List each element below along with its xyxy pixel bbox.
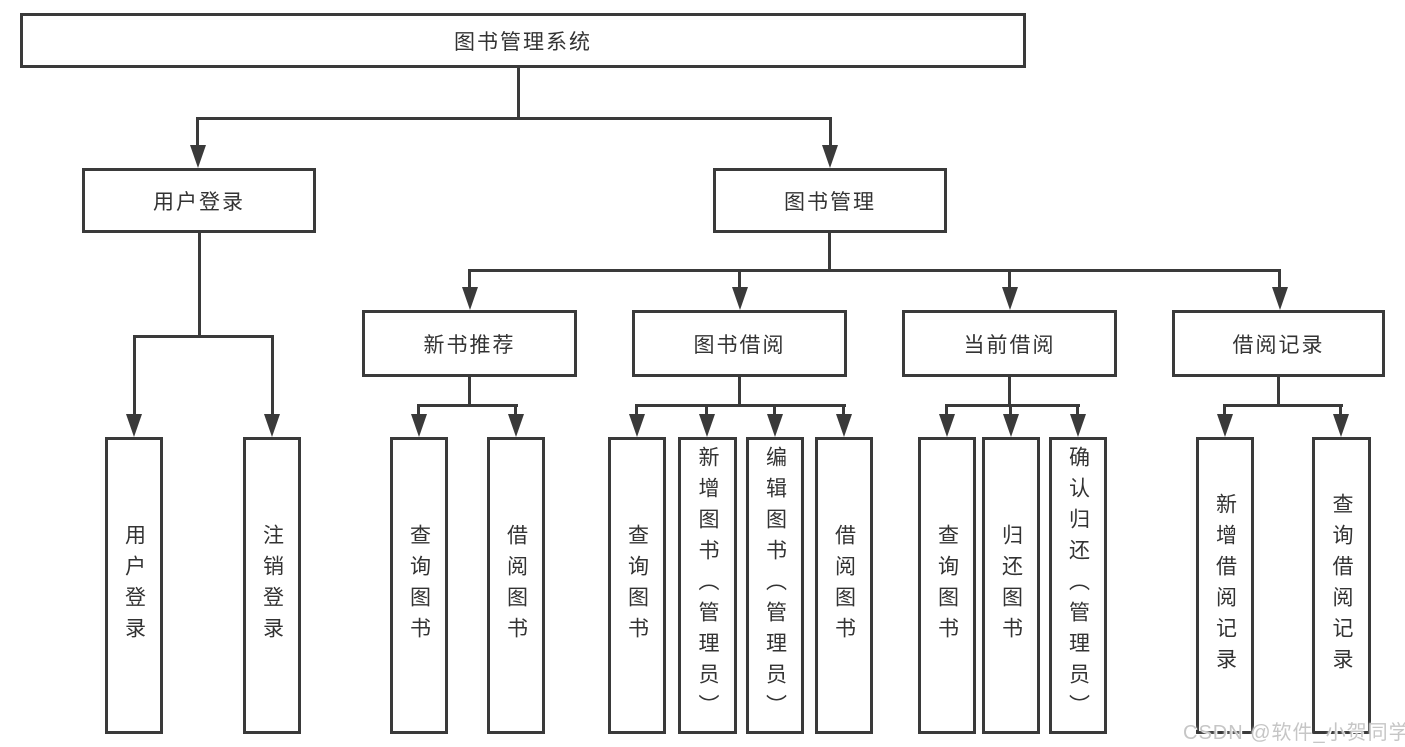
connector-line [417,404,420,417]
node-book-borrowing: 图书借阅 [632,310,847,377]
connector-line [198,231,201,337]
leaf-edit-books-admin: 编辑图书（管理员） [746,437,804,734]
node-book-management: 图书管理 [713,168,947,233]
connector-line [468,269,1281,272]
arrow-down-icon [1217,414,1233,437]
node-borrow-records: 借阅记录 [1172,310,1385,377]
leaf-query-books-3: 查询图书 [918,437,976,734]
connector-line [635,404,846,407]
leaf-logout: 注销登录 [243,437,301,734]
leaf-confirm-return-admin: 确认归还（管理员） [1049,437,1107,734]
node-label: 借阅图书 [504,523,528,648]
arrow-down-icon [732,287,748,310]
leaf-borrow-books-1: 借阅图书 [487,437,545,734]
node-user-login: 用户登录 [82,168,316,233]
leaf-add-borrow-record: 新增借阅记录 [1196,437,1254,734]
node-label: 编辑图书（管理员） [763,446,787,725]
connector-line [417,404,518,407]
arrow-down-icon [1333,414,1349,437]
arrow-down-icon [1003,414,1019,437]
node-label: 图书管理 [784,190,876,214]
connector-line [271,335,274,417]
node-label: 归还图书 [999,523,1023,648]
connector-line [1076,404,1079,417]
node-label: 新增借阅记录 [1213,492,1237,679]
connector-line [1009,404,1012,417]
connector-line [133,335,274,338]
connector-line [468,269,471,290]
arrow-down-icon [411,414,427,437]
connector-line [517,67,520,119]
connector-line [1277,375,1280,406]
arrow-down-icon [1272,287,1288,310]
connector-line [842,404,845,417]
node-new-book-recommend: 新书推荐 [362,310,577,377]
node-label: 查询图书 [407,523,431,648]
arrow-down-icon [836,414,852,437]
arrow-down-icon [699,414,715,437]
node-label: 新书推荐 [423,333,516,357]
connector-line [945,404,1080,407]
node-label: 借阅记录 [1232,333,1325,357]
connector-line [1278,269,1281,290]
connector-line [829,117,832,147]
connector-line [738,375,741,406]
connector-line [196,117,199,147]
arrow-down-icon [508,414,524,437]
csdn-watermark: CSDN @软件_小贺同学 [1183,722,1405,744]
connector-line [1223,404,1343,407]
connector-line [945,404,948,417]
connector-line [468,375,471,406]
connector-line [635,404,638,417]
node-label: 查询图书 [625,523,649,648]
arrow-down-icon [822,145,838,168]
node-label: 用户登录 [122,523,146,648]
arrow-down-icon [190,145,206,168]
node-label: 注销登录 [260,523,284,648]
arrow-down-icon [126,414,142,437]
connector-line [1008,269,1011,290]
connector-line [828,231,831,272]
leaf-user-login: 用户登录 [105,437,163,734]
arrow-down-icon [264,414,280,437]
node-book-management-system: 图书管理系统 [20,13,1026,68]
leaf-query-books-1: 查询图书 [390,437,448,734]
arrow-down-icon [462,287,478,310]
connector-line [133,335,136,417]
arrow-down-icon [1070,414,1086,437]
node-label: 确认归还（管理员） [1066,446,1090,725]
connector-line [1339,404,1342,417]
connector-line [705,404,708,417]
node-label: 当前借阅 [963,333,1056,357]
connector-line [514,404,517,417]
node-label: 图书管理系统 [454,30,592,54]
node-label: 用户登录 [153,190,245,214]
connector-line [738,269,741,290]
arrow-down-icon [767,414,783,437]
connector-line [196,117,832,120]
leaf-add-books-admin: 新增图书（管理员） [678,437,737,734]
arrow-down-icon [939,414,955,437]
leaf-query-borrow-record: 查询借阅记录 [1312,437,1371,734]
node-label: 查询图书 [935,523,959,648]
connector-line [1223,404,1226,417]
leaf-query-books-2: 查询图书 [608,437,666,734]
node-label: 查询借阅记录 [1330,492,1353,679]
node-label: 借阅图书 [832,523,856,648]
connector-line [773,404,776,417]
arrow-down-icon [1002,287,1018,310]
leaf-borrow-books-2: 借阅图书 [815,437,873,734]
leaf-return-books: 归还图书 [982,437,1040,734]
node-label: 新增图书（管理员） [696,446,719,725]
node-label: 图书借阅 [693,333,786,357]
arrow-down-icon [629,414,645,437]
connector-line [1008,375,1011,406]
node-current-borrowing: 当前借阅 [902,310,1117,377]
